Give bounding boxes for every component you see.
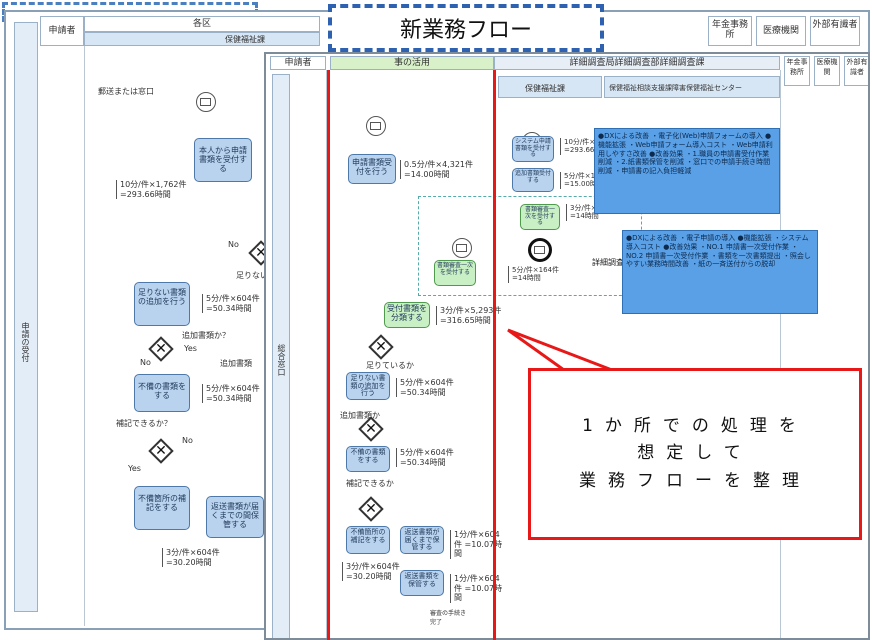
header-applicant: 申請者 [40,16,84,46]
callout-line-2: 想定して [637,443,753,464]
front-note-h: 3分/件×604件 =30.20時間 [342,562,402,582]
task-defect: 不備の書類をする [134,374,190,412]
front-note-receive: 0.5分/件×4,321件 =14.00時間 [400,160,474,180]
front-note-j: 1分/件×604件 =10.07時間 [450,574,504,603]
header-pension: 年金事務所 [708,16,752,46]
blue-note-2: ●DXによる改善 ・電子申請の導入 ●機能拡張 ・システム導入コスト ●改善効果… [622,230,818,314]
gateway-3-no: No [182,436,193,445]
front-header-welfare-label: 保健福祉課 [525,84,565,93]
front-end-event-icon [528,238,552,262]
front-task-j: 返送書類を保管する [400,570,444,596]
front-note-g: 5分/件×604件 =50.34時間 [396,448,460,468]
header-ward: 各区 [84,16,320,32]
page-title: 新業務フロー [328,4,604,52]
red-highlight-right [493,70,496,640]
front-envelope-3-icon [452,238,472,258]
front-note-e: 3分/件×5,293件 =316.65時間 [436,306,512,326]
task-receive: 本人から申請書類を受付する [194,138,252,182]
note-hold: 3分/件×604件 =30.20時間 [162,548,232,568]
gateway-3-yes: Yes [128,464,141,473]
lane-label: 申請の受付 [21,322,30,362]
front-note-f: 5分/件×604件 =50.34時間 [396,378,460,398]
front-header-applicant: 申請者 [270,56,326,70]
gateway-3: ✕ [148,438,174,464]
missing-label: 足りない書類 [236,271,284,280]
note-receive: 10分/件×1,762件 =293.66時間 [116,180,192,200]
gateway-2-yes: Yes [184,344,197,353]
header-welfare-band: 保健福祉課 [84,32,320,46]
front-note-c: 3分/件×164件 =14時間 [566,204,626,221]
front-task-f: 足りない書類の追加を行う [346,372,390,400]
header-welfare: 保健福祉課 [225,35,265,44]
front-task-b: 追加書類受付する [512,168,554,192]
q-additional: 追加書類か？ [182,331,230,340]
front-start-envelope-icon [366,116,386,136]
front-sheet: 申請者 事の活用 詳細調査局詳細調査部詳細調査課 保健福祉課 保健福祉相談支援課… [264,52,870,640]
front-task-i: 返送書類が届くまで保管する [400,526,444,554]
front-task-g: 不備の書類をする [346,446,390,472]
front-header-detail: 詳細調査局詳細調査部詳細調査課 [494,56,780,70]
task-fill: 不備箇所の補記をする [134,486,190,530]
header-outside: 外部有識者 [810,16,860,46]
start-envelope-icon [196,92,216,112]
front-note-d: 5分/件×164件 =14時間 [508,266,568,283]
callout-line-1: 1か所での処理を [582,416,808,437]
front-note-a: 10分/件×1,762件 =293.66時間 [560,138,636,155]
front-gateway-3: ✕ [358,496,384,522]
callout-box: 1か所での処理を 想定して 業務フローを整理 [528,368,862,540]
callout-line-3: 業務フローを整理 [579,470,811,491]
red-highlight-left [327,70,330,640]
task-add-missing: 足りない書類の追加を行う [134,282,190,326]
front-note-b: 5分/件×179件 =15.00時間 [560,172,636,189]
start-label: 郵送または窓口 [98,87,154,96]
front-q2: 追加書類か [340,411,380,420]
front-header-outside: 外部有識者 [844,56,868,86]
front-header-office: 事の活用 [330,56,494,70]
front-header-welfare: 保健福祉課 [498,76,602,98]
task-hold: 返送書類が届くまでの間保管する [206,496,264,538]
front-header-center-label: 保健福祉相談支援課障害保健福祉センター [609,84,742,92]
gateway-2: ✕ [148,336,174,362]
front-task-a: システム申請書類を受付する [512,136,554,162]
front-q1: 足りているか [366,361,414,370]
front-task-d: 書類審査一次を受付する [434,260,476,286]
front-lane-divider-2 [780,70,781,638]
header-medical: 医療機関 [756,16,806,46]
front-lane-divider-1 [326,70,327,638]
note-defect: 5分/件×604件 =50.34時間 [202,384,272,404]
front-end-label: 審査の手続き完了 [430,610,467,626]
blue-note-1: ●DXによる改善 ・電子化(Web)申請フォームの導入 ●機能拡張 ・Web申請… [594,128,780,214]
front-header-center: 保健福祉相談支援課障害保健福祉センター [604,76,780,98]
front-q3: 補記できるか [346,479,394,488]
front-task-e: 受付書類を分類する [384,302,430,328]
front-note-i: 1分/件×604件 =10.07時間 [450,530,504,559]
additional-req: 追加書類 [220,359,252,368]
front-header-pension: 年金事務所 [784,56,810,86]
note-add-missing: 5分/件×604件 =50.34時間 [202,294,272,314]
lane-divider [84,46,85,626]
gateway-1-no: No [228,240,239,249]
lane-left-band [14,22,38,612]
front-task-h: 不備箇所の補記をする [346,526,390,554]
front-lane-left [272,74,290,638]
gateway-2-no: No [140,358,151,367]
front-task-receive: 申請書類受付を行う [348,154,396,184]
front-header-medical: 医療機関 [814,56,840,86]
front-lane-label: 総合窓口 [277,344,286,376]
front-task-c: 書類審査一次を受付する [520,204,560,230]
front-gateway-1: ✕ [368,334,394,360]
q-complete: 補記できるか？ [116,419,172,428]
